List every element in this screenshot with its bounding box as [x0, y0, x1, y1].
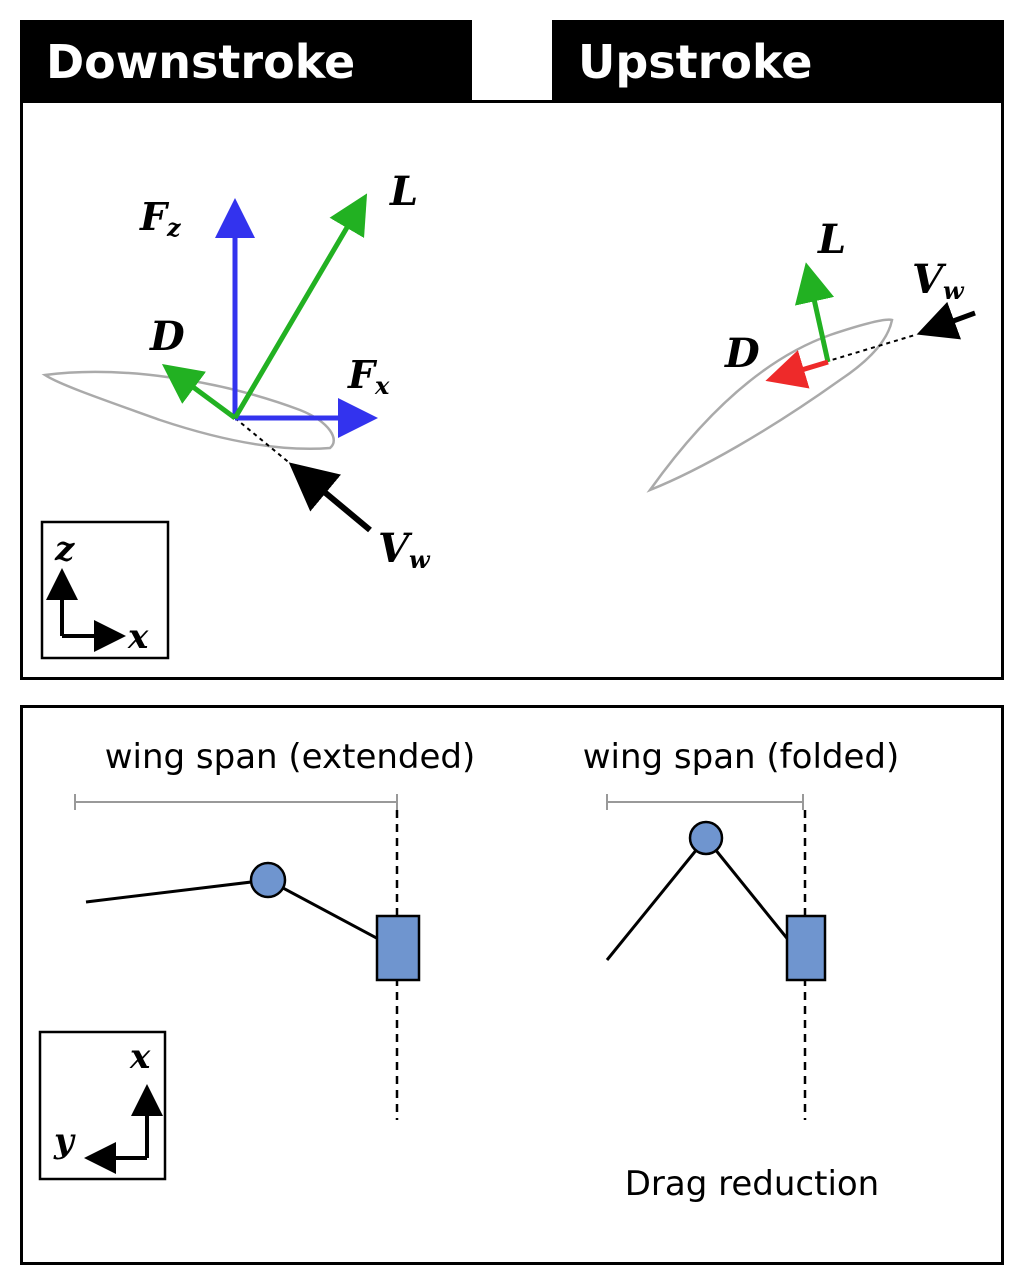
folded-inner-wing [704, 837, 792, 943]
drag-reduction-label: Drag reduction [625, 1164, 880, 1204]
upstroke-airfoil [646, 318, 894, 493]
z-axis-label: z [54, 529, 75, 569]
folded-body [785, 914, 827, 982]
span-extended-label: wing span (extended) [105, 737, 476, 777]
bottom-axes-box: x y [38, 1030, 167, 1181]
downstroke-lift-label: L [389, 168, 418, 215]
folded-wing-diagram: wing span (folded) Drag reduction [583, 737, 900, 1204]
extended-body [375, 914, 421, 982]
bottom-y-axis-label: y [53, 1121, 76, 1161]
downstroke-title: Downstroke [20, 20, 472, 104]
upstroke-drag-label: D [724, 330, 760, 377]
downstroke-fz-label: Fz [139, 194, 182, 242]
upstroke-vw-label: Vw [912, 256, 965, 305]
downstroke-fx-label: Fx [347, 352, 390, 400]
extended-inner-wing [267, 878, 385, 944]
extended-wrist-joint [249, 861, 287, 899]
span-folded-label: wing span (folded) [583, 737, 900, 777]
bottom-x-axis-label: x [129, 1037, 151, 1077]
x-axis-label: x [127, 617, 149, 657]
upstroke-lift-arrow [794, 262, 835, 363]
upstroke-vw-arrow [916, 301, 976, 340]
extended-outer-wing [85, 878, 269, 904]
upstroke-lift-label: L [817, 216, 846, 263]
downstroke-vw-arrow [288, 462, 372, 533]
downstroke-vw-label: Vw [378, 525, 431, 574]
downstroke-diagram: Fz L D Fx Vw [41, 168, 431, 574]
folded-outer-wing [605, 837, 708, 961]
top-axes-box: z x [40, 520, 170, 660]
wing-span-panel [20, 705, 1004, 1265]
upstroke-vw-dotted [824, 334, 916, 363]
upstroke-drag-arrow [765, 350, 829, 389]
folded-wrist-joint [688, 820, 724, 856]
downstroke-drag-arrow [161, 364, 237, 421]
downstroke-lift-arrow [232, 193, 368, 420]
upstroke-title: Upstroke [552, 20, 1004, 104]
extended-wing-diagram: wing span (extended) [74, 737, 476, 1120]
upstroke-diagram: L D Vw [646, 216, 976, 493]
downstroke-drag-label: D [149, 313, 185, 360]
